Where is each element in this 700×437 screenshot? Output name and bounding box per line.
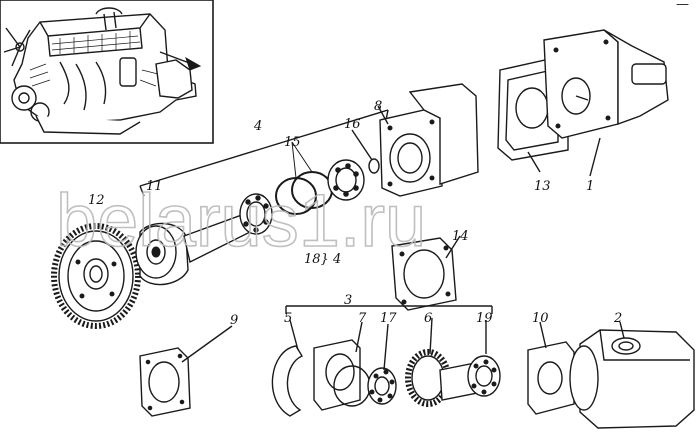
callout-6: 6 xyxy=(424,311,432,326)
callout-2: 2 xyxy=(613,311,622,326)
part-19-bearing xyxy=(467,320,501,397)
callout-18-4: 18} 4 xyxy=(304,252,341,267)
callout-9: 9 xyxy=(230,313,238,328)
part-12-drive-gear xyxy=(51,223,141,329)
callout-13: 13 xyxy=(534,179,551,194)
callout-17: 17 xyxy=(380,311,397,326)
part-10-gasket xyxy=(527,321,575,415)
part-7-flange-plate xyxy=(313,321,371,411)
part-16-bearing-ring xyxy=(327,129,380,201)
callout-15: 15 xyxy=(284,135,301,150)
callout-4: 4 xyxy=(253,119,262,134)
part-8-housing xyxy=(377,83,479,197)
callout-12: 12 xyxy=(88,193,105,208)
callout-10: 10 xyxy=(532,311,549,326)
part-5-cover xyxy=(271,319,304,417)
callout-11: 11 xyxy=(146,179,163,194)
callout-16: 16 xyxy=(344,117,361,132)
watermark: belarus1.ru xyxy=(56,179,426,262)
callout-14: 14 xyxy=(452,229,469,244)
part-2-pump-body xyxy=(569,321,695,429)
callout-labels: 4 8 16 15 11 12 18} 4 14 13 1 3 5 7 17 6… xyxy=(88,0,689,328)
callout-7: 7 xyxy=(358,311,367,326)
engine-inset xyxy=(0,0,214,144)
part-1-pump-assembly xyxy=(543,29,669,177)
part-9-gasket xyxy=(139,325,233,417)
bracket-3 xyxy=(285,305,493,314)
part-6-pinion-gear xyxy=(405,317,483,407)
callout-1: 1 xyxy=(586,179,594,194)
part-11-hub-shaft xyxy=(135,193,273,286)
callout-8: 8 xyxy=(374,99,382,114)
corner-mark: — xyxy=(676,0,689,12)
part-17-bearing xyxy=(367,323,397,405)
callout-3: 3 xyxy=(344,293,352,308)
callout-5: 5 xyxy=(284,311,292,326)
callout-19: 19 xyxy=(476,311,493,326)
part-14-gasket xyxy=(391,235,461,311)
